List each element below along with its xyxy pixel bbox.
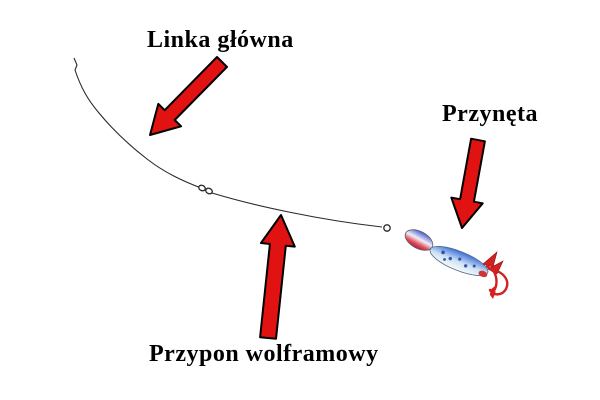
snap-ring-icon bbox=[383, 224, 391, 232]
main-line-label: Linka główna bbox=[147, 27, 294, 53]
bait-label: Przynęta bbox=[442, 101, 538, 127]
arrow-to-leader bbox=[259, 214, 296, 340]
leader-label: Przypon wolframowy bbox=[149, 341, 379, 367]
swivel-icon bbox=[198, 184, 213, 195]
hook-barbs bbox=[489, 286, 496, 299]
lure-tail-spot bbox=[478, 270, 488, 278]
lure-spots bbox=[441, 250, 476, 268]
arrow-to-main-line bbox=[149, 56, 228, 136]
tungsten-leader-line bbox=[211, 192, 383, 228]
lure-body bbox=[429, 246, 489, 278]
main-fishing-line bbox=[73, 57, 202, 189]
arrow-to-bait bbox=[450, 137, 486, 229]
